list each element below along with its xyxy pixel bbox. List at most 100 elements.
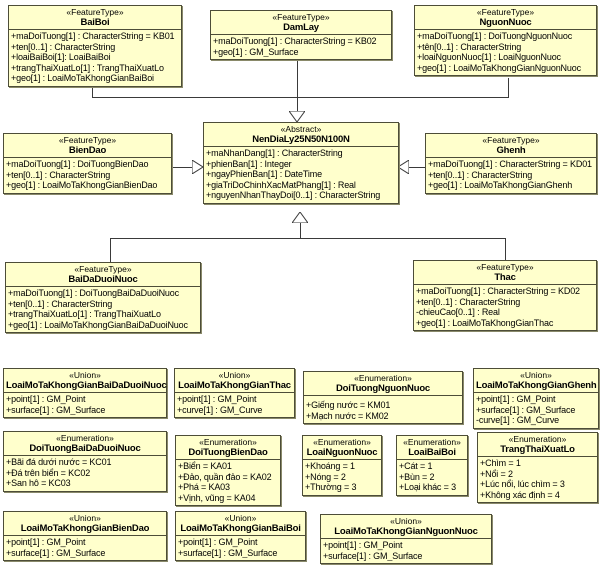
attribute: +point[1] : GM_Point (6, 537, 86, 547)
attribute: +ten[0..1] : CharacterString (11, 41, 116, 52)
stereotype-label: «Enumeration» (313, 437, 371, 447)
class-name: DoiTuongBienDao (188, 447, 268, 458)
class-name: BaiDaDuoiNuoc (68, 274, 138, 285)
attribute: +maDoiTuong[1] : DoiTuongBaiDaDuoiNuoc (8, 288, 179, 298)
attribute-compartment: +maDoiTuong[1] : CharacterString = KD02 … (414, 285, 596, 330)
attribute: -chieuCao[0..1] : Real (416, 307, 500, 317)
attribute: +maDoiTuong[1] : CharacterString = KD02 (416, 286, 580, 296)
union-loaimotakhonggianbaiboi[interactable]: «Union» LoaiMoTaKhongGianBaiBoi +point[1… (175, 511, 306, 561)
attribute: +maDoiTuong[1] : CharacterString = KD01 (428, 159, 592, 169)
union-loaimotakhonggianthac[interactable]: «Union» LoaiMoTaKhongGianThac +point[1] … (174, 368, 295, 418)
class-nguonnuoc[interactable]: «FeatureType» NguonNuoc +maDoiTuong[1] :… (414, 5, 597, 76)
stereotype-label: «Enumeration» (199, 437, 257, 447)
stereotype-label: «Union» (390, 516, 422, 526)
stereotype-label: «Enumeration» (508, 434, 567, 444)
stereotype-label: «Union» (69, 370, 101, 380)
class-name: DamLay (283, 22, 319, 33)
attribute-compartment: +maDoiTuong[1] : CharacterString = KD01 … (426, 158, 596, 193)
stereotype-label: «Enumeration» (56, 433, 114, 443)
attribute: +ten[0..1] : CharacterString (6, 169, 111, 180)
class-name: LoaiMoTaKhongGianNguonNuoc (334, 526, 478, 537)
generalization-arrowhead-icon (291, 211, 309, 224)
stereotype-label: «FeatureType» (272, 12, 330, 22)
class-header: «Enumeration» DoiTuongNguonNuoc (304, 372, 462, 396)
stereotype-label: «Enumeration» (354, 373, 412, 383)
class-header: «Enumeration» LoaiBaiBoi (397, 436, 467, 460)
class-name: LoaiMoTaKhongGianThac (178, 380, 291, 391)
attribute-compartment: +point[1] : GM_Point +surface[1] : GM_Su… (4, 393, 166, 417)
enum-doituongnguonnuoc[interactable]: «Enumeration» DoiTuongNguonNuoc +Giếng n… (303, 371, 463, 424)
attribute-compartment: +Bãi đá dưới nước = KC01 +Đá trên biển =… (4, 456, 166, 491)
stereotype-label: «Abstract» (280, 124, 322, 134)
class-thac[interactable]: «FeatureType» Thac +maDoiTuong[1] : Char… (413, 260, 597, 331)
attribute: +point[1] : GM_Point (6, 394, 86, 404)
enum-literal: +Chìm = 1 (480, 458, 521, 468)
enum-literal: +Lúc nổi, lúc chìm = 3 (480, 479, 565, 489)
class-name: LoaiMoTaKhongGianGhenh (476, 380, 597, 391)
class-header: «Abstract» NenDiaLy25N50N100N (204, 123, 398, 147)
connector-line (110, 238, 111, 262)
class-biendao[interactable]: «FeatureType» BienDao +maDoiTuong[1] : D… (3, 133, 172, 194)
stereotype-label: «Union» (218, 370, 251, 380)
enum-literal: +Cát = 1 (399, 461, 433, 471)
enum-loainguonnuoc[interactable]: «Enumeration» LoaiNguonNuoc +Khoáng = 1 … (302, 435, 382, 496)
attribute: +geo[1] : LoaiMoTaKhongGianGhenh (428, 180, 573, 190)
union-loaimotakhonggiannguonnuoc[interactable]: «Union» LoaiMoTaKhongGianNguonNuoc +poin… (320, 514, 492, 564)
enum-doituongbaidaduoinuoc[interactable]: «Enumeration» DoiTuongBaiDaDuoiNuoc +Bãi… (3, 431, 167, 492)
connector-line (508, 78, 509, 98)
class-name: NguonNuoc (479, 17, 532, 28)
attribute-compartment: +point[1] : GM_Point +curve[1] : GM_Curv… (175, 393, 294, 417)
connector-line (409, 167, 425, 168)
attribute: +geo[1] : LoaiMoTaKhongGianBaiDaDuoiNuoc (8, 319, 188, 330)
attribute: +surface[1] : GM_Surface (6, 547, 106, 558)
connector-line (92, 97, 509, 98)
enum-trangthaixuatlo[interactable]: «Enumeration» TrangThaiXuatLo +Chìm = 1 … (477, 432, 598, 503)
class-header: «Enumeration» DoiTuongBienDao (176, 436, 280, 460)
enum-literal: +Không xác định = 4 (480, 489, 560, 500)
attribute: +maDoiTuong[1] : DoiTuongNguonNuoc (417, 31, 573, 41)
class-header: «Enumeration» DoiTuongBaiDaDuoiNuoc (4, 432, 166, 456)
class-name: DoiTuongBaiDaDuoiNuoc (29, 443, 141, 454)
union-loaimotakhonggianbaidaduoinuoc[interactable]: «Union» LoaiMoTaKhongGianBaiDaDuoiNuoc +… (3, 368, 167, 418)
generalization-arrowhead-icon (397, 159, 410, 175)
attribute: +point[1] : GM_Point (177, 394, 257, 404)
enum-doituongbiendao[interactable]: «Enumeration» DoiTuongBienDao +Biển = KA… (175, 435, 281, 506)
class-baiboi[interactable]: «FeatureType» BaiBoi +maDoiTuong[1] : Ch… (8, 5, 182, 87)
class-header: «Union» LoaiMoTaKhongGianBaiBoi (176, 512, 305, 536)
attribute: +ten[0..1] : CharacterString (8, 298, 113, 309)
attribute: +trangThaiXuatLo[1] : TrangThaiXuatLo (11, 62, 164, 73)
union-loaimotakhonggianghenh[interactable]: «Union» LoaiMoTaKhongGianGhenh +point[1]… (473, 368, 599, 429)
enum-literal: +Biển = KA01 (178, 461, 232, 471)
attribute-compartment: +Khoáng = 1 +Nóng = 2 +Thường = 3 (303, 460, 381, 495)
class-damlay[interactable]: «FeatureType» DamLay +maDoiTuong[1] : Ch… (210, 10, 392, 60)
enum-literal: +Giếng nước = KM01 (306, 400, 391, 410)
connector-line (110, 238, 506, 239)
attribute: +ten[0..1] : CharacterString (416, 296, 521, 307)
attribute: +ngayPhienBan[1] : DateTime (206, 169, 322, 179)
class-name: Ghenh (496, 145, 526, 156)
enum-literal: +Bãi đá dưới nước = KC01 (6, 457, 112, 467)
enum-literal: +Mạch nước = KM02 (306, 410, 389, 421)
attribute-compartment: +Chìm = 1 +Nổi = 2 +Lúc nổi, lúc chìm = … (478, 457, 597, 502)
stereotype-label: «FeatureType» (66, 7, 124, 17)
enum-loaibaiboi[interactable]: «Enumeration» LoaiBaiBoi +Cát = 1 +Bùn =… (396, 435, 468, 496)
class-name: BaiBoi (80, 17, 110, 28)
class-baidaduoinuoc[interactable]: «FeatureType» BaiDaDuoiNuoc +maDoiTuong[… (5, 262, 201, 333)
attribute: +curve[1] : GM_Curve (177, 404, 263, 415)
class-nendialy25n50n100n[interactable]: «Abstract» NenDiaLy25N50N100N +maNhanDan… (203, 122, 399, 204)
attribute: +geo[1] : LoaiMoTaKhongGianBienDao (6, 180, 158, 190)
stereotype-label: «FeatureType» (476, 7, 535, 17)
class-ghenh[interactable]: «FeatureType» Ghenh +maDoiTuong[1] : Cha… (425, 133, 597, 194)
class-header: «Union» LoaiMoTaKhongGianGhenh (474, 369, 598, 393)
attribute: +surface[1] : GM_Surface (6, 404, 106, 415)
attribute-compartment: +maDoiTuong[1] : DoiTuongBienDao +ten[0.… (4, 158, 171, 193)
stereotype-label: «Enumeration» (403, 437, 461, 447)
attribute: +maNhanDang[1] : CharacterString (206, 148, 343, 158)
connector-line (300, 223, 301, 238)
attribute-compartment: +point[1] : GM_Point +surface[1] : GM_Su… (474, 393, 598, 428)
enum-literal: +Nóng = 2 (305, 471, 346, 482)
stereotype-label: «Union» (69, 513, 101, 523)
union-loaimotakhonggianbiendao[interactable]: «Union» LoaiMoTaKhongGianBienDao +point[… (3, 511, 167, 561)
attribute: +tên[0..1] : CharacterString (417, 41, 522, 52)
